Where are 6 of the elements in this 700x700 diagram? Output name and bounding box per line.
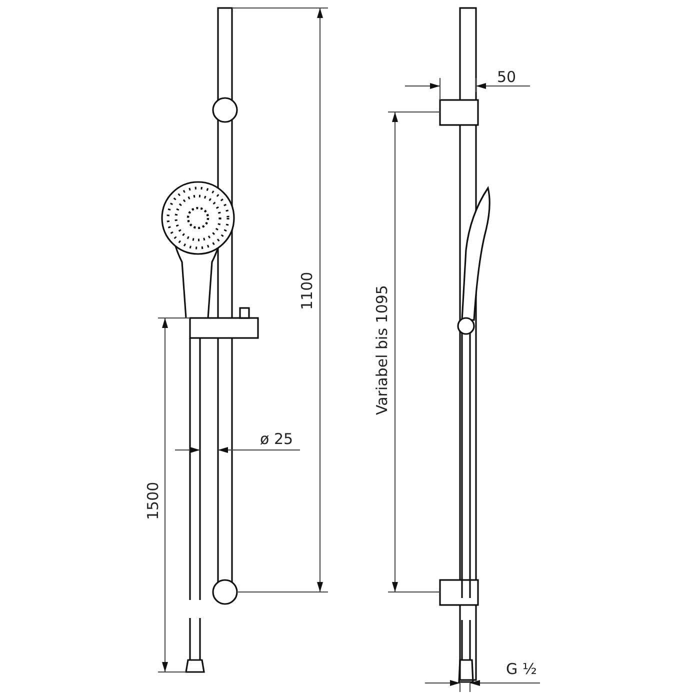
dimension-label: ø 25 bbox=[260, 432, 294, 447]
dimension-label: 1100 bbox=[300, 272, 315, 310]
dimension-label: 50 bbox=[497, 70, 516, 85]
dimension-label: Variabel bis 1095 bbox=[375, 285, 390, 415]
dimension-label: 1500 bbox=[146, 482, 161, 520]
dimension-label: G ½ bbox=[506, 662, 537, 677]
